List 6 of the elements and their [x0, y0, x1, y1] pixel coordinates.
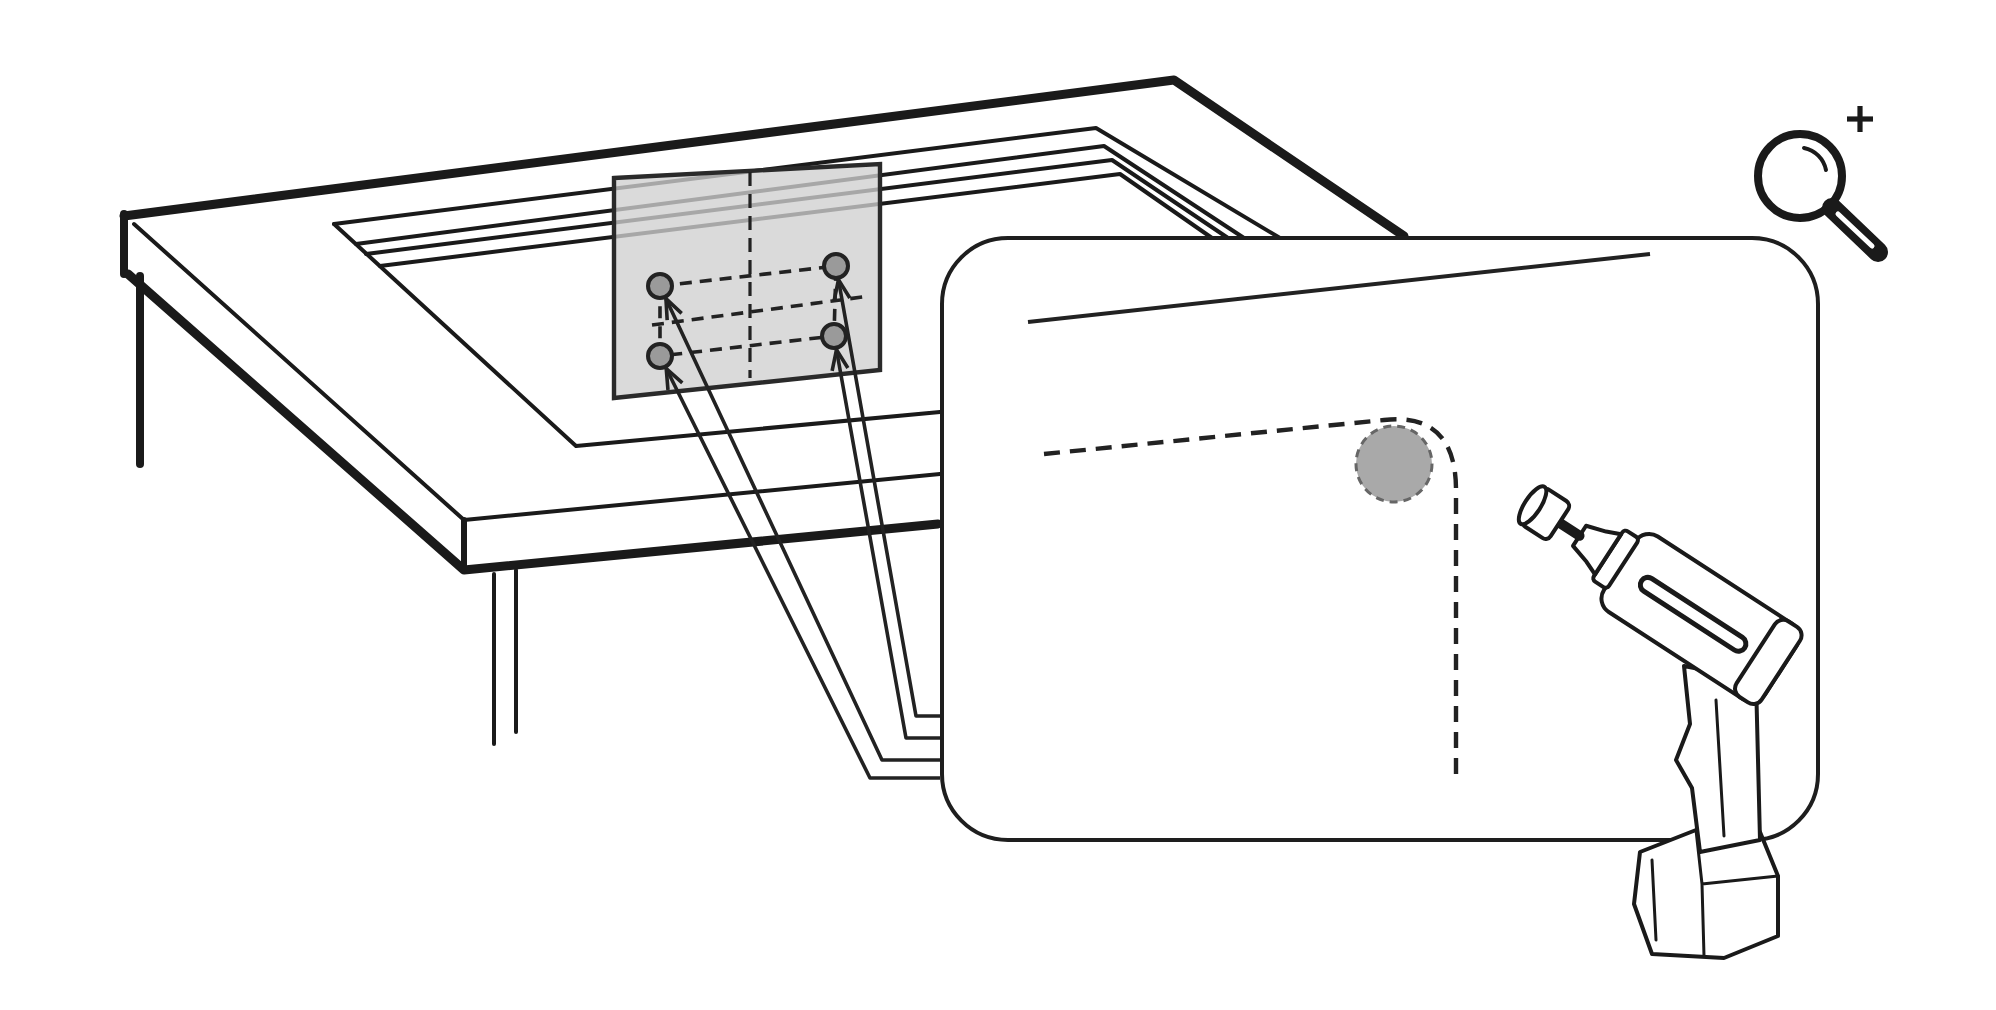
callout-panel — [940, 236, 1820, 842]
arrow — [664, 366, 940, 780]
arrow — [830, 348, 940, 740]
mounting-template — [614, 162, 882, 400]
arrow — [664, 296, 940, 762]
arrow — [832, 278, 940, 718]
